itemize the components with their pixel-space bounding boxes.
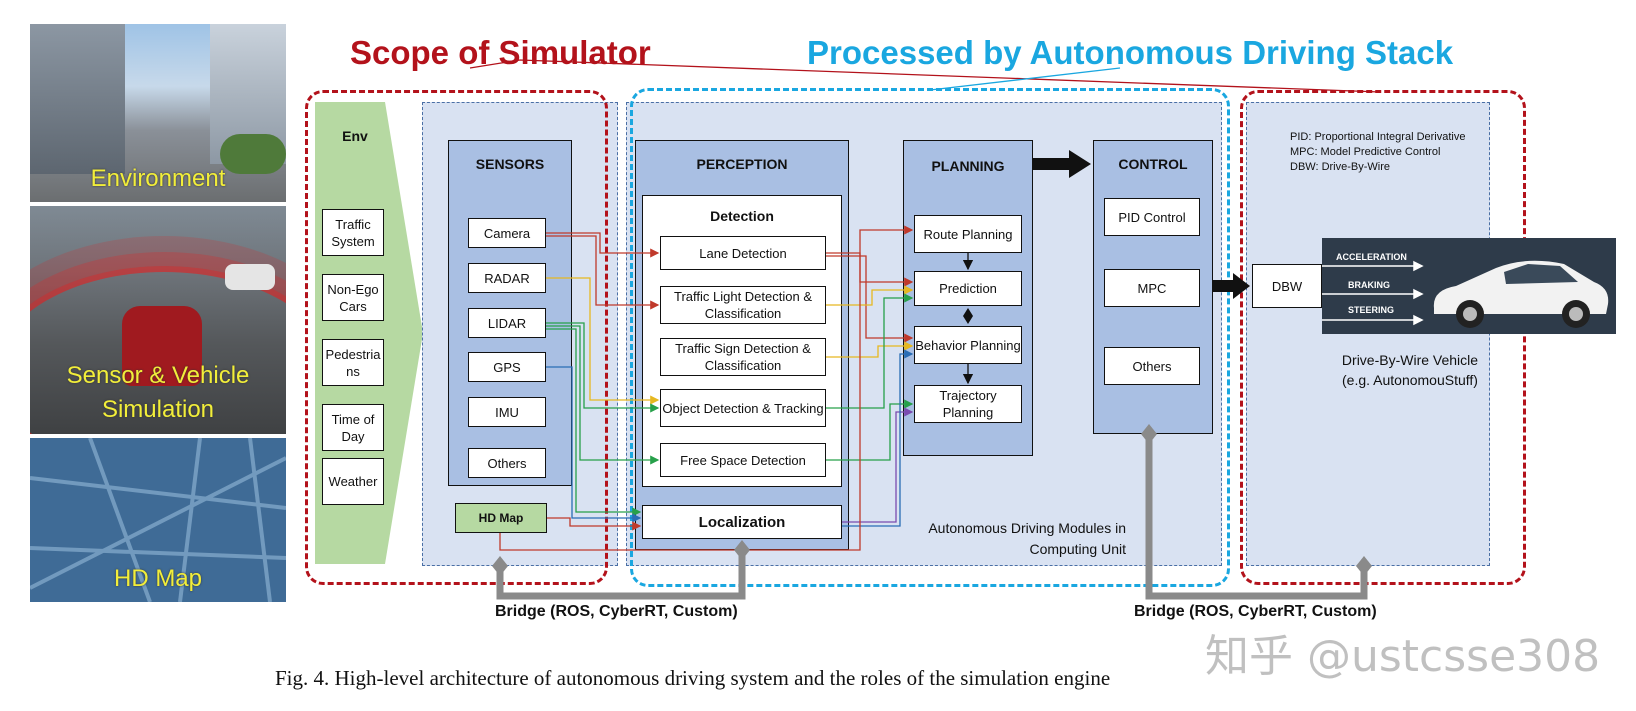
sensor-others: Others [468,448,546,478]
watermark: 知乎 @ustcsse308 [1205,631,1601,682]
stack-title: Processed by Autonomous Driving Stack [807,34,1454,71]
sensors-header: SENSORS [475,156,545,172]
env-arrow-shape [385,102,423,564]
sensor-label-line2: Simulation [101,396,215,423]
env-item-traffic-system: Traffic System [322,209,384,256]
signal-acceleration: ACCELERATION [1336,252,1407,262]
object-detection-tracking: Object Detection & Tracking [660,389,826,427]
control-header: CONTROL [1118,156,1188,172]
modules-note-line2: Computing Unit [1029,541,1127,557]
env-item-pedestrians: Pedestria ns [322,339,384,386]
bridge-left-label: Bridge (ROS, CyberRT, Custom) [495,603,738,620]
localization: Localization [642,505,842,539]
environment-label: Environment [90,165,226,192]
vehicle-label-line2: (e.g. AutonomouStuff) [1342,372,1478,388]
route-planning: Route Planning [914,215,1022,253]
control-others: Others [1104,347,1200,385]
env-item-weather: Weather [322,458,384,505]
other-car-shape [225,264,275,290]
hdmap-photo: HD Map [30,438,286,602]
sensor-simulation-photo: Sensor & Vehicle Simulation [30,206,286,434]
vehicle-label-line1: Drive-By-Wire Vehicle [1341,352,1479,368]
lane-detection: Lane Detection [660,236,826,270]
planning-header: PLANNING [931,158,1005,174]
legend-pid: PID: Proportional Integral Derivative [1290,131,1466,143]
dbw-box: DBW [1252,264,1322,308]
building-shape [30,24,125,174]
scope-title: Scope of Simulator [350,34,651,71]
sensor-gps: GPS [468,352,546,382]
control-pid: PID Control [1104,198,1200,236]
vehicle-scope-outline [1240,90,1526,585]
tree-shape [220,134,286,174]
signal-braking: BRAKING [1348,280,1390,290]
modules-note-line1: Autonomous Driving Modules in [928,520,1126,536]
sensor-lidar: LIDAR [468,308,546,338]
hdmap-roads [30,438,286,602]
legend-dbw: DBW: Drive-By-Wire [1290,161,1391,173]
behavior-planning: Behavior Planning [914,326,1022,364]
car-icon [1433,260,1609,328]
perception-header: PERCEPTION [696,156,788,172]
prediction: Prediction [914,271,1022,306]
vehicle-image: ACCELERATION BRAKING STEERING [1322,238,1616,334]
figure-caption: Fig. 4. High-level architecture of auton… [275,666,1111,690]
control-mpc: MPC [1104,269,1200,307]
sensor-radar: RADAR [468,263,546,293]
trajectory-planning: Trajectory Planning [914,385,1022,423]
ego-car-shape [122,306,202,386]
environment-photo: Environment [30,24,286,202]
traffic-sign-detection: Traffic Sign Detection & Classification [660,338,826,376]
free-space-detection: Free Space Detection [660,443,826,477]
sensor-label-line1: Sensor & Vehicle [66,362,250,389]
env-header: Env [342,128,368,144]
bridge-right-label: Bridge (ROS, CyberRT, Custom) [1134,603,1377,620]
sensor-camera: Camera [468,218,546,248]
lidar-rings [30,266,286,434]
hdmap-box: HD Map [455,503,547,533]
hdmap-label: HD Map [113,565,203,592]
env-item-time-of-day: Time of Day [322,404,384,451]
detection-header: Detection [710,208,774,224]
traffic-light-detection: Traffic Light Detection & Classification [660,286,826,324]
env-item-non-ego-cars: Non-Ego Cars [322,274,384,321]
signal-steering: STEERING [1348,305,1395,315]
signal-arrows [1322,260,1424,326]
sensor-imu: IMU [468,397,546,427]
legend-mpc: MPC: Model Predictive Control [1290,146,1441,158]
